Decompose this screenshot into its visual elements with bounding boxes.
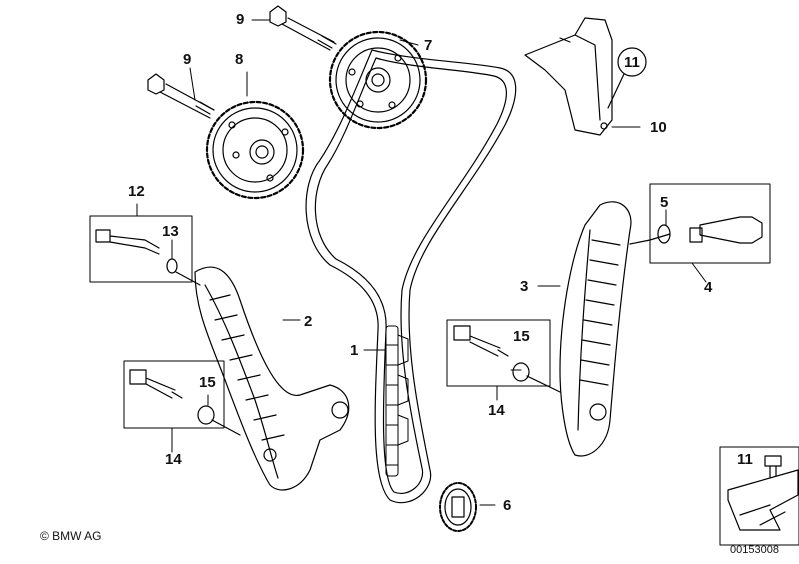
callout-9-upper: 9 [236, 11, 245, 28]
crankshaft-sprocket-6-icon [439, 482, 477, 532]
callout-7: 7 [424, 37, 433, 54]
guide-rail-2-icon [194, 266, 350, 491]
camshaft-sprocket-8-icon [205, 100, 305, 200]
callout-12: 12 [128, 183, 145, 200]
callout-9-lower: 9 [183, 51, 192, 68]
bolt-9-upper-icon [269, 5, 337, 51]
callout-15-left: 15 [199, 374, 216, 391]
callout-11: 11 [624, 54, 640, 71]
box-12-13 [89, 215, 201, 286]
callout-11-circle [617, 47, 647, 77]
copyright-text: © BMW AG [40, 529, 102, 543]
diagram-number: 00153008 [730, 544, 779, 556]
callout-11-leader [607, 73, 625, 109]
callout-15-right: 15 [513, 328, 530, 345]
callout-3: 3 [520, 278, 529, 295]
box-14-15-right [446, 319, 561, 393]
leader-lines [136, 19, 707, 506]
legend-box [719, 446, 799, 546]
tensioner-rail-3-icon [559, 201, 632, 457]
callout-2: 2 [304, 313, 313, 330]
callout-8: 8 [235, 51, 244, 68]
callout-14-left: 14 [165, 451, 182, 468]
callout-6: 6 [503, 497, 512, 514]
camshaft-sprocket-7-icon [328, 30, 428, 130]
bolt-9-lower-icon [147, 73, 215, 119]
timing-chain-icon [305, 49, 517, 504]
callout-10: 10 [650, 119, 667, 136]
callout-1: 1 [350, 342, 359, 359]
callout-14-right: 14 [488, 402, 505, 419]
box-14-15-left [123, 360, 241, 436]
callout-11-legend: 11 [737, 451, 753, 468]
callout-4: 4 [704, 279, 713, 296]
bracket-10-icon [524, 17, 613, 136]
callout-5: 5 [660, 194, 669, 211]
box-4-5 [629, 183, 771, 264]
callout-13: 13 [162, 223, 179, 240]
